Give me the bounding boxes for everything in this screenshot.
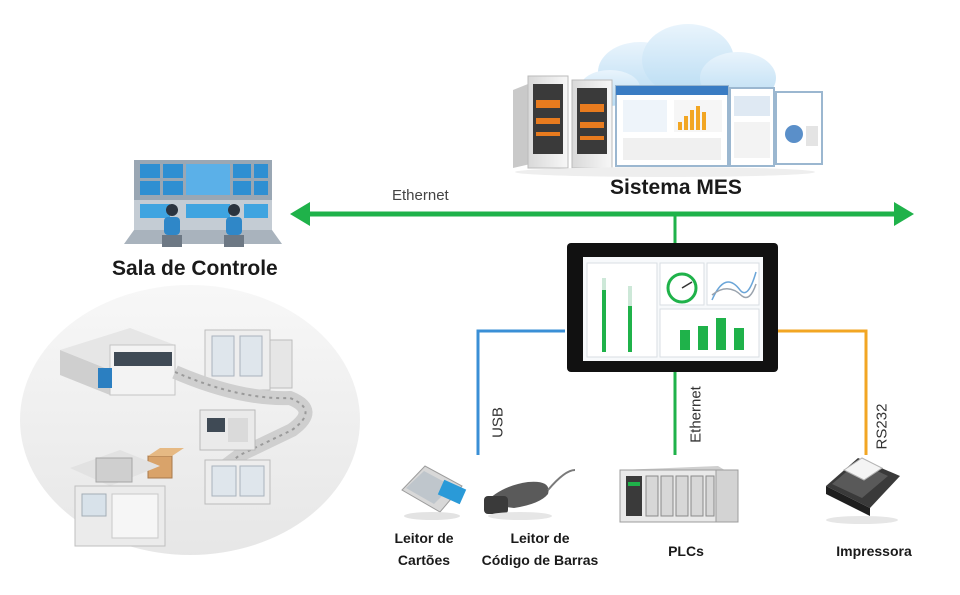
card-reader-label-line2: Cartões: [397, 552, 451, 568]
barcode-reader-label: Leitor de Código de Barras: [470, 527, 610, 571]
server-icon: [571, 79, 613, 169]
card-reader-label-line1: Leitor de: [394, 530, 454, 546]
card-reader-label: Leitor de Cartões: [380, 527, 468, 571]
printer-icon: [826, 457, 900, 524]
plcs-label: PLCs: [668, 543, 704, 559]
dashboard-screen-icon: [615, 85, 729, 167]
server-icon: [513, 75, 569, 169]
connectors: [476, 214, 868, 455]
arrow-left-icon: [290, 202, 310, 226]
dashboard-screen-icon: [775, 91, 823, 165]
operator-icon: [224, 204, 244, 247]
control-room-label: Sala de Controle: [112, 257, 278, 280]
ethernet-plc-label: Ethernet: [687, 386, 705, 443]
ethernet-backbone: [290, 202, 914, 226]
plc-rack-icon: [619, 466, 739, 523]
rs232-label: RS232: [873, 403, 891, 450]
dashboard-screen-icon: [729, 87, 775, 167]
video-wall-icon: [134, 160, 272, 200]
mes-cluster: [513, 24, 823, 177]
barcode-scanner-icon: [484, 469, 576, 520]
barcode-reader-label-line1: Leitor de: [510, 530, 570, 546]
printer-label: Impressora: [836, 543, 912, 559]
arrow-right-icon: [894, 202, 914, 226]
factory-line-icon: [20, 285, 360, 555]
usb-label: USB: [489, 407, 507, 438]
ethernet-backbone-label: Ethernet: [392, 187, 449, 204]
mes-system-label: Sistema MES: [610, 176, 742, 199]
card-reader-icon: [401, 465, 467, 520]
operator-icon: [162, 204, 182, 247]
control-room-illustration: [124, 160, 282, 247]
barcode-reader-label-line2: Código de Barras: [481, 552, 599, 568]
hmi-panel-icon: [567, 243, 778, 372]
